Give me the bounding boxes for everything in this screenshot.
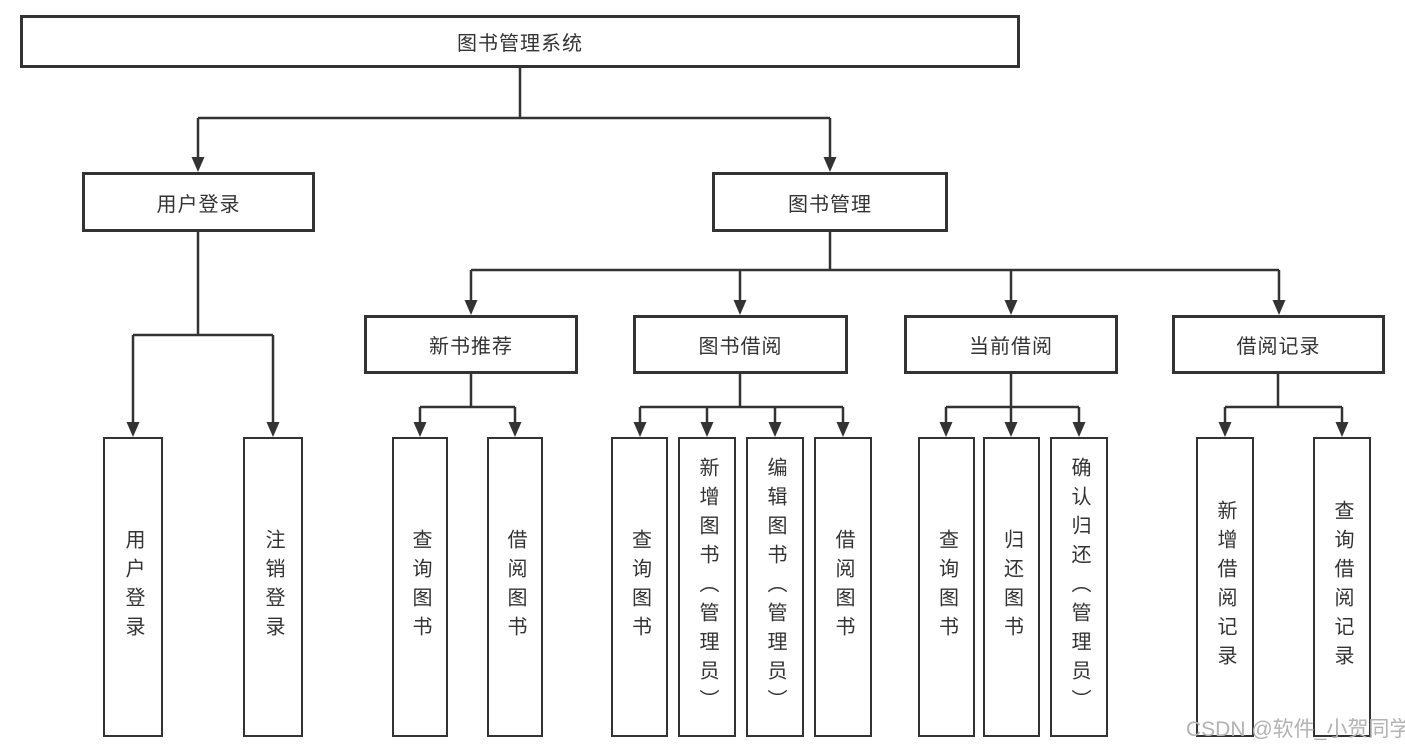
node-current-borrow: 当前借阅 [904, 315, 1118, 374]
leaf-label: 注销登录 [262, 529, 284, 645]
node-root-library-system: 图书管理系统 [20, 15, 1020, 68]
node-label: 新书推荐 [429, 336, 513, 358]
leaf-label: 借阅图书 [504, 529, 526, 645]
csdn-watermark: CSDN @软件_小贺同学 [1186, 718, 1405, 741]
leaf-label: 新增借阅记录 [1214, 500, 1236, 674]
leaf-edit-book-admin: 编辑图书（管理员） [746, 437, 804, 737]
arrowheads [126, 157, 1349, 437]
leaf-user-login: 用户登录 [103, 437, 163, 737]
leaf-label: 查询借阅记录 [1331, 500, 1353, 674]
leaf-borrow-book-rec: 借阅图书 [487, 437, 543, 737]
node-book-borrow: 图书借阅 [633, 315, 848, 374]
leaf-label: 查询图书 [409, 529, 431, 645]
leaf-label: 归还图书 [1000, 529, 1023, 645]
leaf-label: 查询图书 [628, 529, 651, 645]
leaf-return-book: 归还图书 [983, 437, 1040, 737]
leaf-query-book-current: 查询图书 [918, 437, 975, 737]
leaf-add-book-admin: 新增图书（管理员） [678, 437, 736, 737]
leaf-borrow-book: 借阅图书 [814, 437, 872, 737]
leaf-confirm-return-admin: 确认归还（管理员） [1050, 437, 1108, 737]
node-user-login: 用户登录 [82, 172, 315, 232]
leaf-label: 新增图书（管理员） [696, 456, 718, 718]
node-label: 图书借阅 [698, 336, 783, 358]
node-label: 图书管理系统 [457, 33, 583, 55]
leaf-add-borrow-record: 新增借阅记录 [1196, 437, 1254, 737]
leaf-logout: 注销登录 [243, 437, 303, 737]
node-borrow-record: 借阅记录 [1172, 315, 1385, 374]
leaf-query-borrow-record: 查询借阅记录 [1313, 437, 1371, 737]
tree-edges [131, 68, 1344, 424]
leaf-label: 确认归还（管理员） [1068, 456, 1090, 718]
leaf-query-book-rec: 查询图书 [392, 437, 448, 737]
node-new-book-recommend: 新书推荐 [364, 315, 578, 374]
leaf-label: 编辑图书（管理员） [764, 456, 786, 718]
node-label: 图书管理 [788, 193, 872, 216]
leaf-query-book-borrow: 查询图书 [611, 437, 668, 737]
node-label: 当前借阅 [969, 336, 1053, 358]
leaf-label: 借阅图书 [832, 529, 854, 645]
node-label: 借阅记录 [1236, 336, 1321, 358]
leaf-label: 查询图书 [935, 529, 958, 645]
leaf-label: 用户登录 [122, 529, 144, 645]
node-book-management: 图书管理 [712, 172, 948, 232]
node-label: 用户登录 [156, 193, 241, 216]
